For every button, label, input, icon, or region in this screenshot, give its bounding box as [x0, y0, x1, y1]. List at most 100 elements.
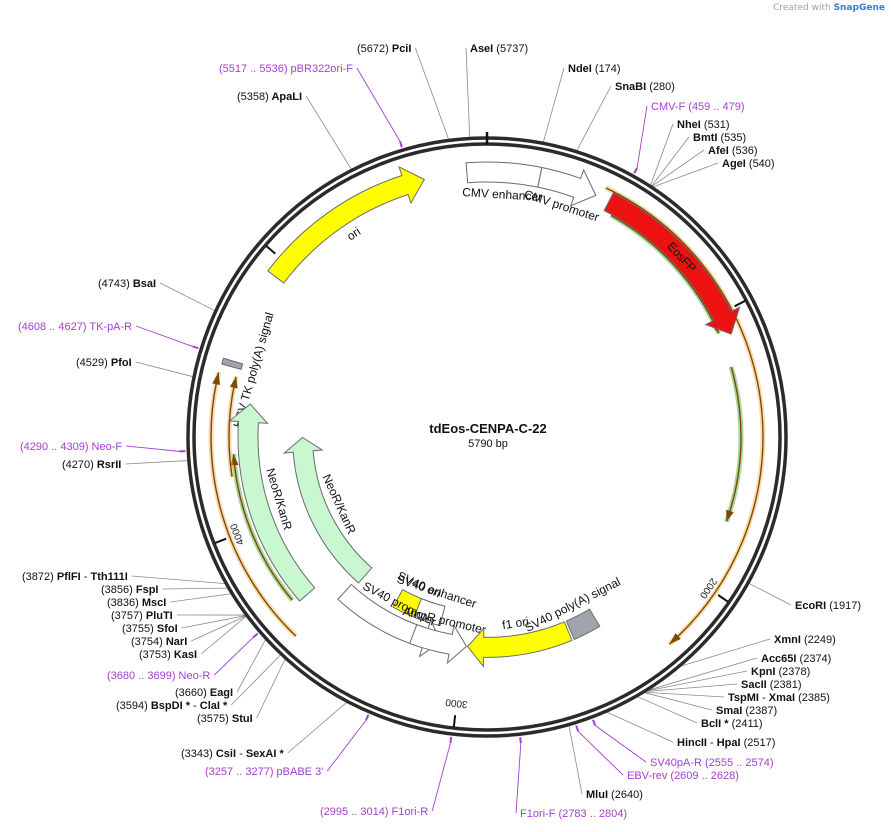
primer-2995-leader	[431, 742, 451, 812]
site-eagi-3660-part: (3660)	[175, 687, 207, 699]
site-fspi-3856: (3856) FspI	[101, 584, 158, 596]
site-fspi-3856-leader	[162, 587, 228, 590]
site-rsrii-4270-leader	[125, 460, 188, 465]
site-hincii-2517-leader	[606, 711, 674, 743]
site-kasi-3753-part: KasI	[171, 649, 197, 661]
site-ecori-1917: EcoRI (1917)	[795, 600, 861, 612]
orf-arc-1	[610, 214, 720, 334]
site-acc65i-2374-part: Acc65I	[761, 653, 796, 665]
site-pluti-3757-part: PluTI	[143, 610, 173, 622]
site-eagi-3660: (3660) EagI	[175, 687, 233, 699]
site-afei-536-leader	[651, 149, 705, 187]
orf-head-4	[230, 454, 239, 466]
feature-ori-label: ori	[344, 224, 363, 243]
site-nhei-531-leader	[650, 123, 674, 186]
feature-ori	[267, 165, 426, 284]
site-pcii-5672-part: (5672)	[357, 43, 389, 55]
site-agei-540-leader	[652, 162, 719, 188]
primer-4290-leader	[126, 445, 180, 452]
site-xmni-2249: XmnI (2249)	[774, 634, 836, 646]
primer-4290-label: (4290 .. 4309) Neo-F	[20, 441, 122, 453]
site-snabi-280-part: SnaBI	[615, 81, 646, 93]
site-acc65i-2374: Acc65I (2374)	[761, 653, 831, 665]
site-snabi-280-part: (280)	[646, 81, 675, 93]
orf-arc-0	[605, 187, 764, 645]
site-bsai-4743-leader	[159, 282, 216, 312]
primer-2995-marker	[449, 736, 453, 743]
primer-2783-leader	[515, 743, 522, 814]
site-stui-3575-part: (3575)	[197, 713, 229, 725]
site-mlui-2640-part: (2640)	[608, 789, 643, 801]
site-mlui-2640-leader	[568, 725, 583, 795]
primer-2783-label: F1ori-F (2783 .. 2804)	[520, 808, 627, 820]
leader-lines	[125, 47, 792, 814]
primer-459-marker	[633, 167, 638, 174]
site-xmni-2249-leader	[680, 638, 771, 667]
feature-eosfp	[603, 192, 741, 335]
primer-3680-marker	[252, 632, 259, 639]
site-pflfi-3872-leader	[131, 575, 226, 585]
primer-3257-leader	[326, 719, 367, 772]
site-nari-3754-part: (3754)	[131, 636, 163, 648]
site-nhei-531-part: NheI	[677, 119, 701, 131]
site-ndei-174-part: (174)	[592, 63, 621, 75]
orf-head-2	[726, 509, 734, 522]
primer-2555-marker	[592, 719, 597, 726]
site-bmti-535: BmtI (535)	[693, 132, 746, 144]
site-pcii-5672: (5672) PciI	[357, 43, 411, 55]
site-fspi-3856-part: FspI	[133, 584, 159, 596]
site-ecori-1917-part: (1917)	[826, 600, 861, 612]
site-bcli-2411-leader	[637, 696, 698, 724]
site-kpni-2378-part: KpnI	[751, 666, 775, 678]
site-stui-3575-part: StuI	[229, 713, 253, 725]
site-afei-536: AfeI (536)	[708, 145, 758, 157]
feature-hsv-tk-polya	[221, 357, 244, 370]
site-pflfi-3872: (3872) PflFI - Tth111I	[22, 571, 128, 583]
credit-prefix: Created with	[773, 3, 831, 13]
orf-arc-4	[232, 454, 293, 601]
site-pflfi-3872-part: Tth111I	[90, 571, 127, 583]
site-smai-2387-part: SmaI	[716, 705, 742, 717]
orf-arc-3	[210, 372, 297, 637]
site-bspdi-3594: (3594) BspDI * - ClaI *	[116, 700, 228, 712]
site-smai-2387: SmaI (2387)	[716, 705, 777, 717]
primer-4608-marker	[192, 345, 199, 350]
site-csii-3343-leader	[287, 701, 348, 754]
site-kasi-3753-leader	[200, 615, 247, 655]
feature-cmv-promoter	[537, 166, 597, 207]
site-msci-3836-part: (3836)	[107, 597, 139, 609]
primer-459-leader	[636, 105, 648, 169]
primer-5517-leader	[356, 67, 401, 142]
site-pflfi-3872-part: -	[81, 571, 91, 583]
primer-2995-label: (2995 .. 3014) F1ori-R	[320, 806, 428, 818]
tick-label-3000: 3000	[444, 696, 468, 710]
tick-3000	[452, 715, 457, 728]
site-bcli-2411-part: (2411)	[729, 718, 763, 730]
orf-head-5	[229, 376, 238, 389]
tick-5000	[265, 245, 276, 255]
site-bspdi-3594-part: -	[190, 700, 200, 712]
site-kpni-2378-leader	[646, 670, 748, 692]
site-bsai-4743-part: BsaI	[130, 278, 156, 290]
site-acc65i-2374-leader	[647, 657, 758, 691]
site-msci-3836-part: MscI	[139, 597, 167, 609]
feature-f1-ori-label: f1 ori	[501, 614, 529, 632]
tick-1000	[734, 299, 746, 308]
site-nari-3754: (3754) NarI	[131, 636, 187, 648]
site-pluti-3757: (3757) PluTI	[111, 610, 173, 622]
site-bmti-535-leader	[651, 136, 690, 187]
site-bspdi-3594-part: BspDI *	[148, 700, 191, 712]
tick-2000	[717, 594, 729, 603]
site-asei-5737: AseI (5737)	[470, 43, 528, 55]
site-bspdi-3594-part: (3594)	[116, 700, 148, 712]
site-nari-3754-part: NarI	[163, 636, 187, 648]
site-csii-3343-part: -	[236, 748, 246, 760]
site-eagi-3660-part: EagI	[207, 687, 233, 699]
feature-cmv-enhancer	[465, 161, 543, 188]
primer-2783-marker	[519, 737, 522, 744]
orf-head-0	[669, 633, 681, 645]
site-tspmi-2385-part: -	[759, 692, 769, 704]
